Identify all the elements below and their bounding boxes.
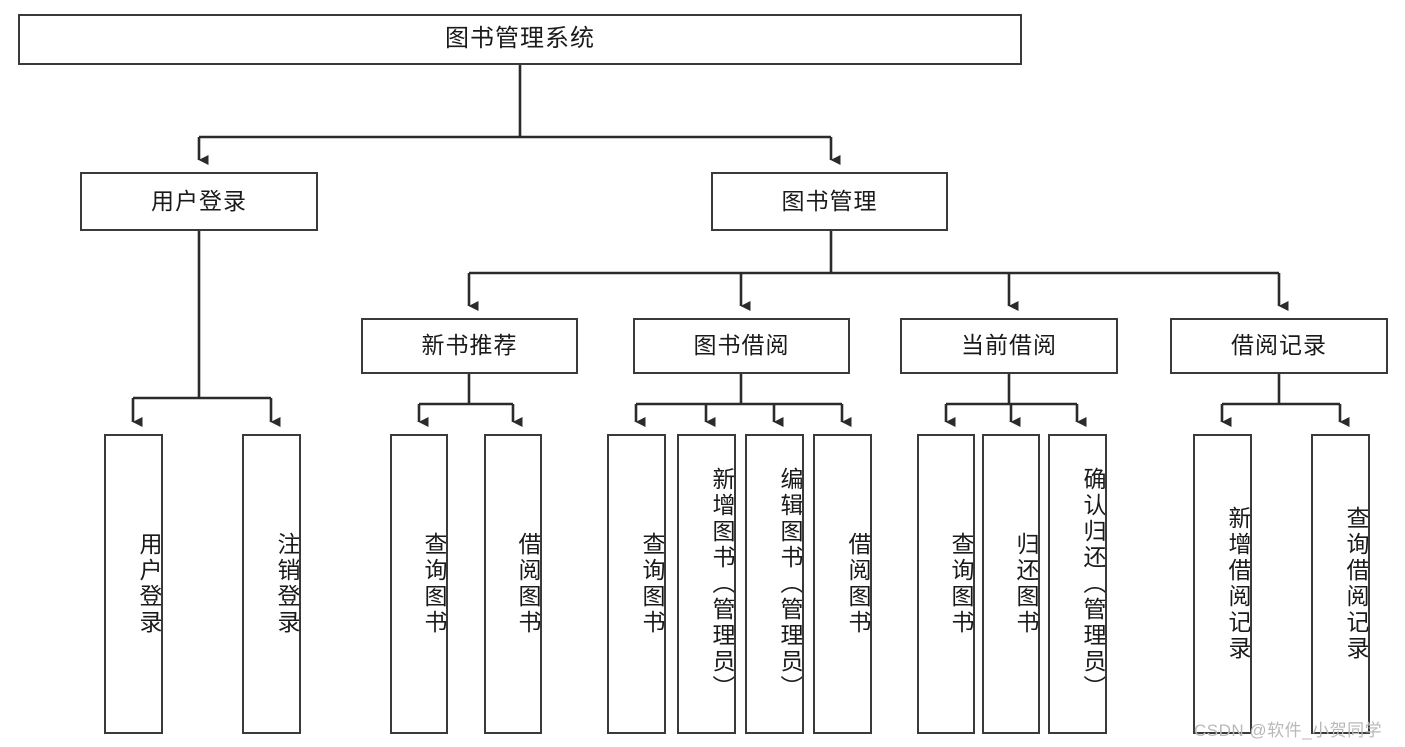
csdn-watermark: CSDN @软件_小贺同学 — [1194, 721, 1383, 740]
leaf-label: 注销登录 — [274, 532, 300, 636]
node-book-management[interactable]: 图书管理 — [711, 172, 948, 231]
node-user-login[interactable]: 用户登录 — [80, 172, 318, 231]
leaf-record-add-borrow-record[interactable]: 新增借阅记录 — [1193, 434, 1252, 734]
leaf-label: 归还图书 — [1013, 532, 1039, 636]
leaf-label: 借阅图书 — [515, 532, 541, 636]
leaf-user-login-logout[interactable]: 注销登录 — [242, 434, 301, 734]
leaf-borrow-query-book[interactable]: 查询图书 — [607, 434, 666, 734]
leaf-user-login-login[interactable]: 用户登录 — [104, 434, 163, 734]
leaf-current-confirm-return-admin[interactable]: 确认归还（管理员） — [1048, 434, 1107, 734]
leaf-label: 查询图书 — [639, 532, 665, 636]
leaf-new-book-borrow-book[interactable]: 借阅图书 — [484, 434, 542, 734]
leaf-label: 查询图书 — [421, 532, 447, 636]
node-current-borrowing[interactable]: 当前借阅 — [900, 318, 1118, 374]
leaf-label: 查询图书 — [948, 532, 974, 636]
leaf-current-return-book[interactable]: 归还图书 — [982, 434, 1040, 734]
node-borrow-records[interactable]: 借阅记录 — [1170, 318, 1388, 374]
leaf-current-query-book[interactable]: 查询图书 — [917, 434, 975, 734]
node-book-borrowing[interactable]: 图书借阅 — [633, 318, 850, 374]
leaf-label: 借阅图书 — [845, 532, 871, 636]
leaf-borrow-add-book-admin[interactable]: 新增图书（管理员） — [677, 434, 736, 734]
leaf-record-query-borrow-record[interactable]: 查询借阅记录 — [1311, 434, 1370, 734]
leaf-borrow-borrow-book[interactable]: 借阅图书 — [813, 434, 872, 734]
leaf-label: 确认归还（管理员） — [1080, 467, 1106, 701]
leaf-borrow-edit-book-admin[interactable]: 编辑图书（管理员） — [745, 434, 804, 734]
leaf-label: 用户登录 — [136, 532, 162, 636]
leaf-label: 查询借阅记录 — [1343, 506, 1369, 662]
leaf-label: 新增图书（管理员） — [709, 467, 735, 701]
node-new-book-recommendation[interactable]: 新书推荐 — [361, 318, 578, 374]
leaf-label: 新增借阅记录 — [1225, 506, 1251, 662]
leaf-label: 编辑图书（管理员） — [777, 467, 803, 701]
node-root-system[interactable]: 图书管理系统 — [18, 14, 1022, 65]
leaf-new-book-query-book[interactable]: 查询图书 — [390, 434, 448, 734]
